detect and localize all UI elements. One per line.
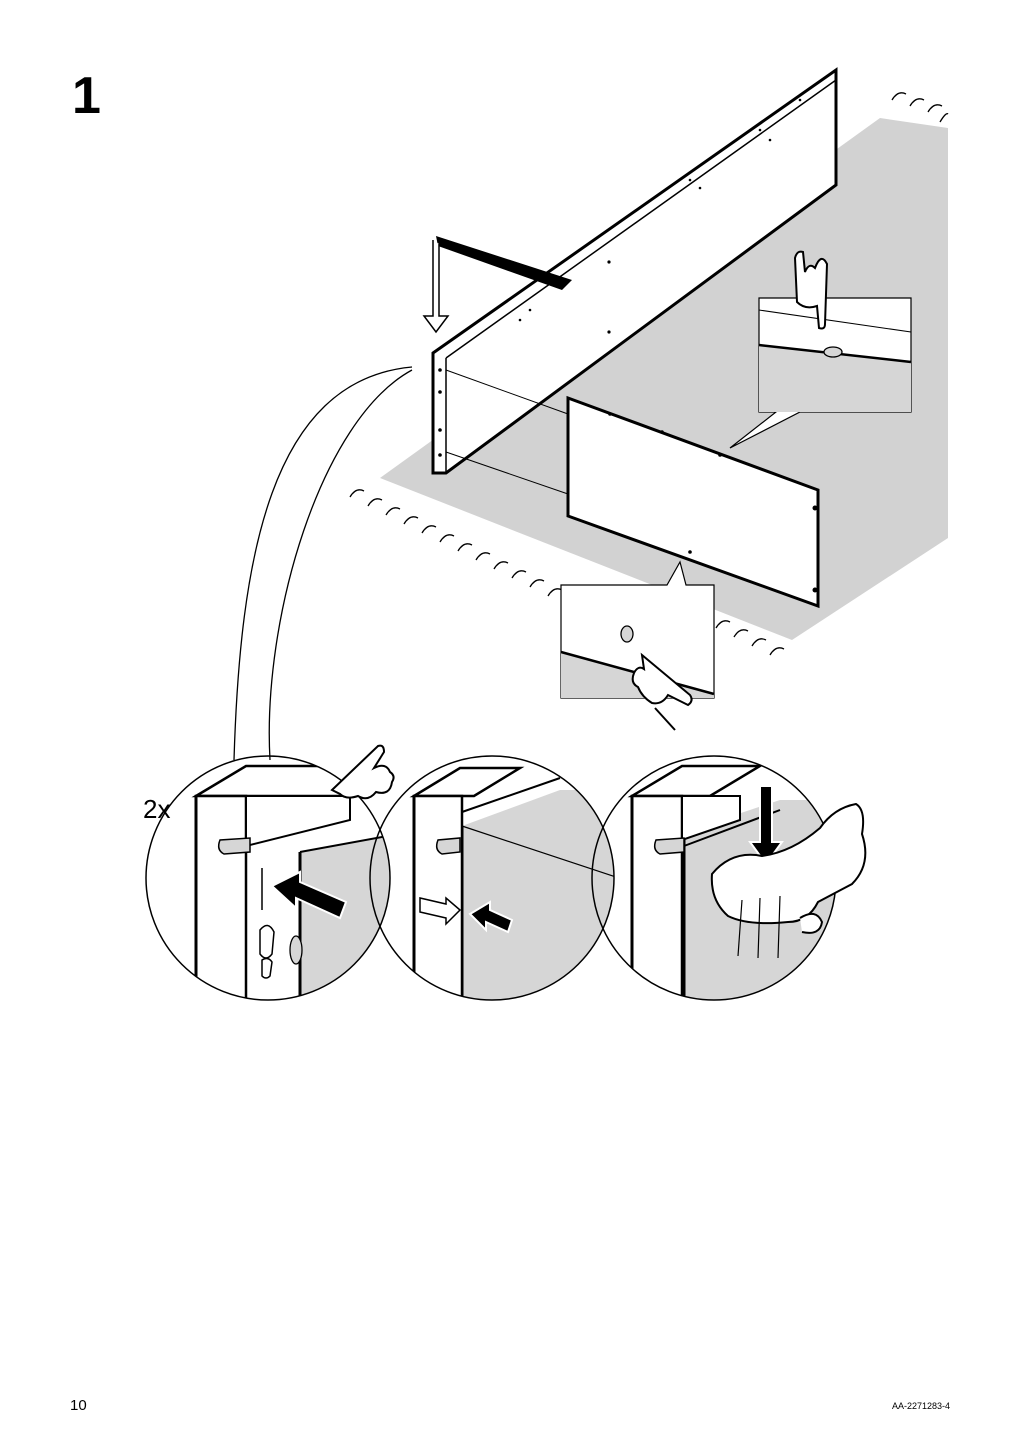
fist-hand-icon xyxy=(710,802,867,959)
document-id: AA-2271283-4 xyxy=(891,1401,950,1411)
page-number: 10 xyxy=(70,1397,87,1414)
callout-bubble xyxy=(560,560,715,731)
push-arrow-icon xyxy=(468,900,514,934)
front-panel xyxy=(566,395,820,609)
connector-curve xyxy=(233,366,413,761)
detail-circle-3 xyxy=(591,755,867,1001)
detail-circle-2 xyxy=(369,755,615,1001)
back-panel xyxy=(431,67,838,475)
outline-arrow-icon xyxy=(419,896,462,926)
callout-bubble xyxy=(729,250,912,449)
connector-curve xyxy=(268,369,413,761)
quantity-label: 2x xyxy=(143,794,171,824)
pointing-hand-icon xyxy=(330,744,395,800)
dowel-guide-lines xyxy=(445,369,569,495)
pointing-hand-icon xyxy=(631,652,693,731)
down-arrow-icon xyxy=(422,236,572,334)
detail-circle-1 xyxy=(145,744,395,1001)
step-number: 1 xyxy=(72,67,101,125)
push-arrow-icon xyxy=(270,870,348,920)
pointing-hand-icon xyxy=(793,250,829,330)
